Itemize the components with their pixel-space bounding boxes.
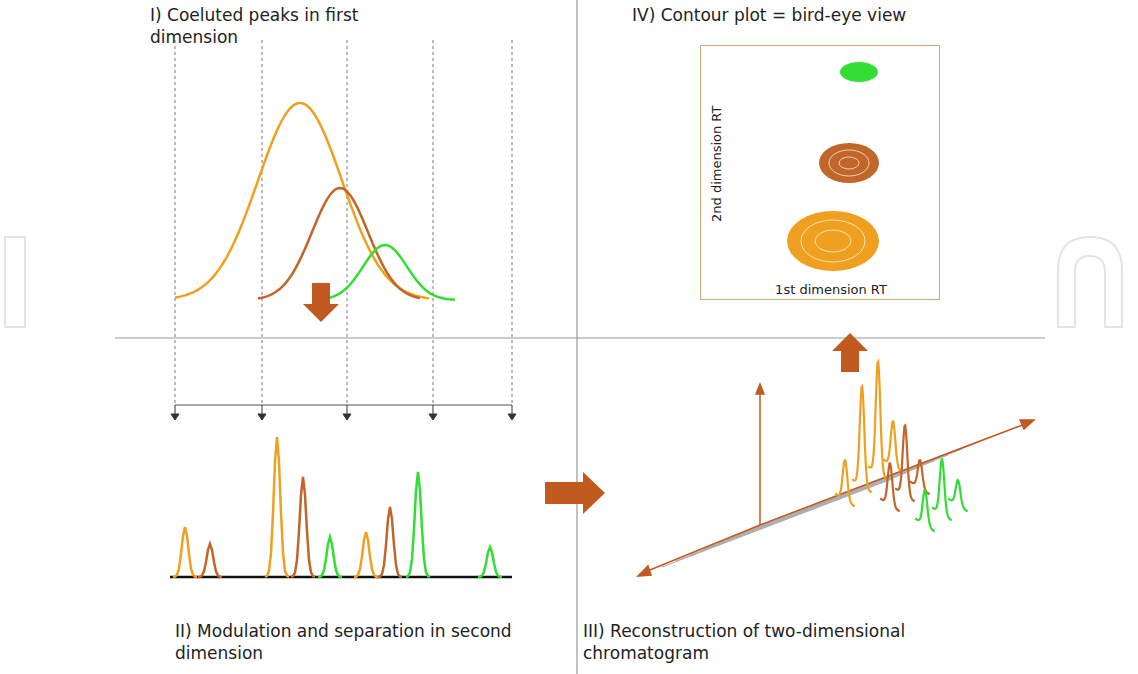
block-arrow: [832, 333, 868, 372]
peak-curve: [315, 245, 455, 300]
watermark: [5, 237, 1122, 327]
panel-title: IV) Contour plot = bird-eye view: [632, 4, 992, 26]
axis-label: 1st dimension RT: [775, 282, 887, 297]
peak-curve: [258, 188, 420, 299]
peak-curve: [378, 507, 402, 577]
panel-title: III) Reconstruction of two-dimensional c…: [583, 620, 943, 664]
axis-label-vertical: 2nd dimension RT: [709, 105, 724, 221]
modulation-arrow: [171, 405, 516, 420]
peak-curve: [478, 547, 502, 577]
peak-curve: [354, 532, 378, 577]
panel-title: I) Coeluted peaks in first dimension: [150, 4, 380, 48]
peak-curve: [175, 103, 429, 298]
axis: [638, 384, 1034, 576]
peak-curve: [406, 472, 430, 577]
contour-plot: 2nd dimension RT 1st dimension RT: [700, 45, 940, 300]
peak-curve: [173, 527, 197, 577]
panel-title: II) Modulation and separation in second …: [175, 620, 535, 664]
peak-curve: [883, 421, 903, 472]
peak-curve: [932, 459, 952, 520]
modulation-bar: [175, 405, 512, 406]
reconstructed-peaks: [835, 362, 968, 532]
block-arrow: [303, 283, 339, 322]
block-arrow: [545, 472, 605, 514]
peak-curve: [895, 426, 915, 502]
peak-curve: [852, 387, 872, 493]
peak-curve: [880, 463, 900, 511]
peak-curve: [915, 490, 935, 531]
divider: [576, 0, 577, 674]
peak-curve: [291, 477, 315, 577]
peak-curve: [910, 460, 930, 494]
peak-curve: [265, 437, 289, 577]
divider: [115, 337, 1045, 338]
peak-curve: [835, 460, 855, 506]
peak-curve: [318, 537, 342, 577]
second-dimension-peaks: [170, 437, 512, 577]
modulation-line: [175, 40, 512, 405]
peak-curve: [948, 480, 968, 511]
first-dimension-peaks: [175, 103, 455, 300]
peak-curve: [198, 544, 222, 577]
contour-spots: [701, 46, 939, 299]
